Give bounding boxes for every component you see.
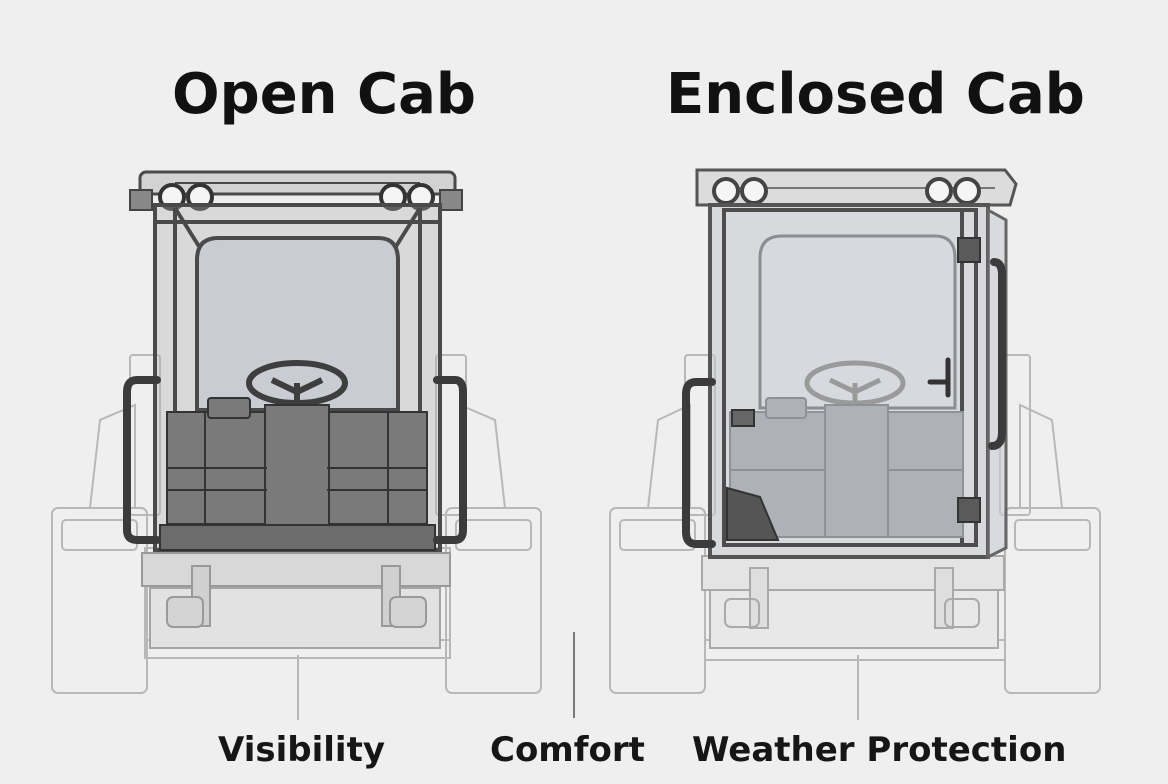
enclosed-cab-lower-frame bbox=[701, 555, 1005, 649]
weather-protection-label: Weather Protection bbox=[692, 730, 1067, 770]
enclosed-cab-windshield bbox=[758, 234, 957, 410]
open-cab-roof bbox=[129, 170, 463, 211]
enclosed-cab-hinges bbox=[957, 237, 981, 523]
open-cab-window-opening bbox=[195, 236, 400, 412]
comfort-label: Comfort bbox=[490, 730, 645, 770]
open-cab-illustration bbox=[51, 170, 542, 720]
open-cab-grab-handles bbox=[123, 376, 467, 544]
enclosed-cab-grab-handles bbox=[682, 258, 1006, 548]
enclosed-cab-door-handle-icon bbox=[927, 357, 951, 398]
open-cab-title: Open Cab bbox=[172, 62, 477, 127]
enclosed-cab-dash-panel bbox=[726, 486, 780, 541]
enclosed-cab-latch bbox=[731, 409, 755, 427]
open-cab-seats bbox=[159, 397, 436, 551]
enclosed-cab-title: Enclosed Cab bbox=[666, 62, 1085, 127]
enclosed-cab-seats bbox=[729, 397, 964, 538]
visibility-label: Visibility bbox=[218, 730, 385, 770]
enclosed-cab-steering-wheel bbox=[804, 360, 906, 415]
open-cab-lower-frame bbox=[141, 552, 451, 649]
enclosed-cab-illustration bbox=[609, 168, 1101, 720]
